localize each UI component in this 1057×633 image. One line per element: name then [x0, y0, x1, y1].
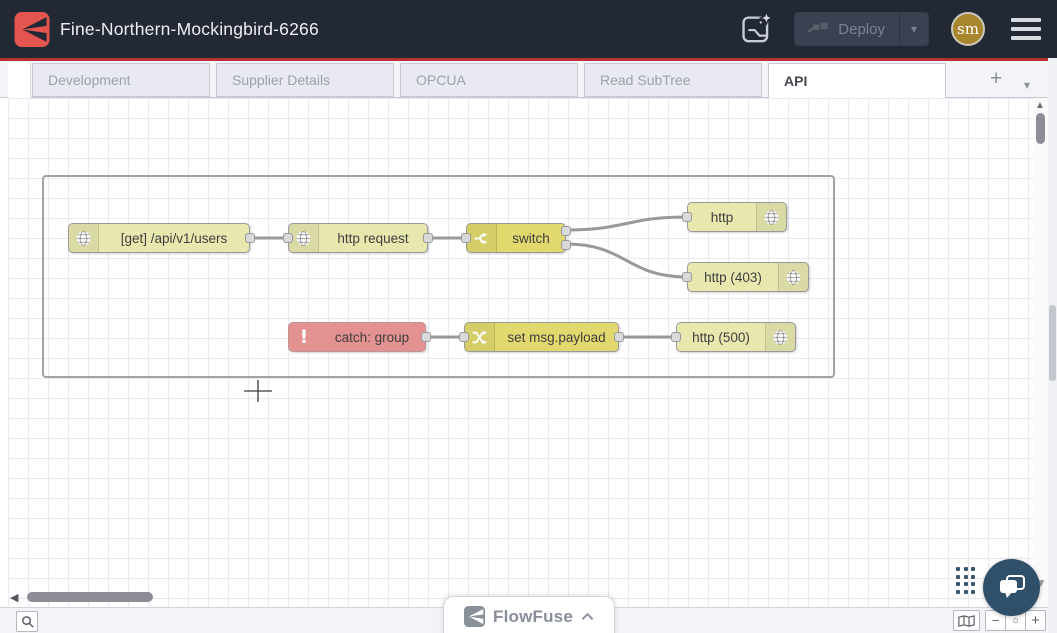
tab-bar-left-spacer — [8, 63, 31, 98]
node-http-response[interactable]: http — [682, 202, 787, 232]
output-port-1[interactable] — [561, 226, 571, 236]
input-port[interactable] — [671, 332, 681, 342]
header-accent-line — [0, 58, 1057, 61]
tab-read-subtree[interactable]: Read SubTree — [584, 63, 762, 97]
flow-list-button[interactable]: ▾ — [1024, 73, 1030, 97]
flowfuse-gray-logo-icon — [464, 606, 485, 627]
output-port-2[interactable] — [561, 240, 571, 250]
swap-icon — [465, 323, 495, 351]
page-scroll-thumb[interactable] — [1049, 305, 1056, 381]
globe-icon — [778, 263, 808, 291]
tab-label: API — [784, 73, 808, 89]
node-http-response-500[interactable]: http (500) — [671, 322, 796, 352]
horizontal-scroll-thumb[interactable] — [27, 592, 153, 602]
deploy-icon — [807, 19, 829, 39]
chat-drag-handle-icon[interactable] — [956, 567, 975, 594]
globe-icon — [765, 323, 795, 351]
zoom-in-button[interactable]: + — [1025, 610, 1046, 631]
instance-title: Fine-Northern-Mockingbird-6266 — [60, 18, 319, 39]
tab-api[interactable]: API — [768, 63, 946, 99]
main-menu-icon[interactable] — [1009, 14, 1043, 44]
deploy-label: Deploy — [838, 20, 885, 38]
scroll-left-arrow-icon[interactable]: ◀ — [10, 592, 19, 604]
input-port[interactable] — [682, 272, 692, 282]
node-label: http — [710, 209, 734, 225]
node-http-response-403[interactable]: http (403) — [682, 262, 809, 292]
input-port[interactable] — [461, 233, 471, 243]
tab-opcua[interactable]: OPCUA — [400, 63, 578, 97]
node-http-request[interactable]: http request — [283, 223, 433, 253]
flowfuse-logo-icon — [14, 11, 50, 47]
ai-assistant-icon[interactable] — [736, 9, 776, 49]
tab-label: Supplier Details — [232, 72, 331, 88]
flowfuse-label: FlowFuse — [493, 606, 573, 626]
canvas-vertical-scrollbar[interactable]: ▲ ▼ — [1033, 98, 1048, 607]
node-label: set msg.payload — [507, 329, 606, 345]
input-port[interactable] — [459, 332, 469, 342]
output-port-1[interactable] — [421, 332, 431, 342]
scroll-down-arrow-icon[interactable]: ▼ — [1035, 576, 1047, 590]
input-port[interactable] — [283, 233, 293, 243]
node-label: [get] /api/v1/users — [120, 230, 228, 246]
node-label: switch — [512, 230, 550, 246]
node-group[interactable] — [42, 175, 835, 378]
output-port-1[interactable] — [614, 332, 624, 342]
tab-label: Read SubTree — [600, 72, 691, 88]
user-avatar[interactable]: sm — [951, 12, 985, 46]
node-catch-group[interactable]: ! catch: group — [288, 322, 431, 352]
app-header: Fine-Northern-Mockingbird-6266 Dep — [0, 0, 1057, 58]
canvas-horizontal-scrollbar[interactable]: ◀ — [8, 589, 1033, 607]
node-label: http (403) — [704, 269, 762, 285]
input-port[interactable] — [682, 212, 692, 222]
tab-development[interactable]: Development — [32, 63, 210, 97]
node-label: catch: group — [334, 329, 410, 345]
node-change[interactable]: set msg.payload — [459, 322, 624, 352]
globe-icon — [69, 224, 99, 252]
deploy-options-button[interactable]: ▾ — [898, 13, 928, 45]
search-icon[interactable] — [16, 611, 38, 632]
scroll-up-arrow-icon[interactable]: ▲ — [1035, 100, 1045, 111]
tab-label: OPCUA — [416, 72, 466, 88]
chevron-up-icon — [581, 612, 594, 620]
output-port-1[interactable] — [423, 233, 433, 243]
flowfuse-panel-toggle[interactable]: FlowFuse — [443, 596, 615, 633]
tab-supplier-details[interactable]: Supplier Details — [216, 63, 394, 97]
node-http-in[interactable]: [get] /api/v1/users — [68, 223, 255, 253]
globe-icon — [756, 203, 786, 231]
navigator-map-icon[interactable] — [953, 610, 980, 631]
chat-bubble-icon[interactable] — [983, 559, 1040, 616]
fork-icon — [467, 224, 497, 252]
tab-label: Development — [48, 72, 131, 88]
node-label: http (500) — [692, 329, 750, 345]
workspace-tab-bar: Development Supplier Details OPCUA Read Sub… — [0, 61, 1057, 99]
node-label: http request — [337, 230, 409, 246]
node-switch[interactable]: switch — [461, 223, 571, 253]
page-scrollbar[interactable] — [1048, 58, 1057, 633]
globe-icon — [289, 224, 319, 252]
exclamation-icon: ! — [299, 326, 309, 348]
cursor-crosshair — [244, 380, 272, 402]
flow-canvas[interactable]: [get] /api/v1/users http request switch h… — [8, 98, 1033, 607]
vertical-scroll-thumb[interactable] — [1036, 113, 1045, 144]
output-port-1[interactable] — [245, 233, 255, 243]
add-flow-button[interactable]: + — [990, 67, 1003, 90]
deploy-button[interactable]: Deploy ▾ — [794, 12, 929, 46]
